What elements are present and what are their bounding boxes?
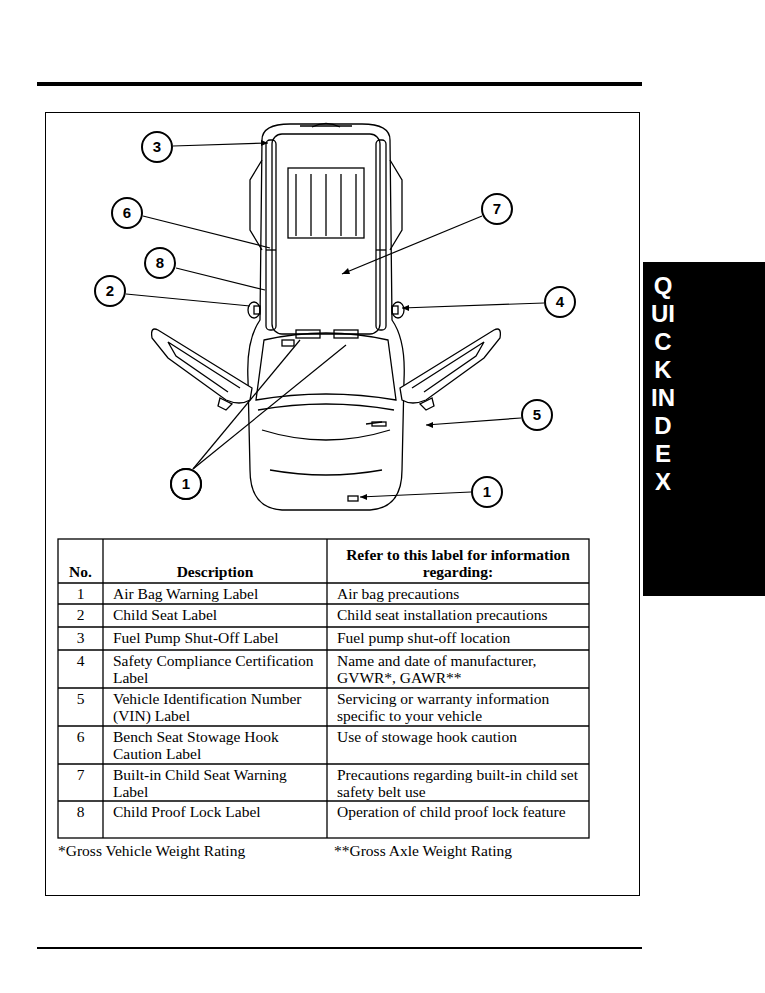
callout-number: 4 xyxy=(544,286,576,318)
footnote: *Gross Vehicle Weight Rating xyxy=(58,842,245,860)
table-header: Description xyxy=(103,539,327,583)
callout-number: 8 xyxy=(144,247,176,279)
index-tab: QUICK INDEX xyxy=(643,262,765,596)
table-cell: Operation of child proof lock feature xyxy=(327,801,589,820)
table-cell: 7 xyxy=(58,764,103,783)
callout-number: 1 xyxy=(471,476,503,508)
table-cell: Child seat installation precautions xyxy=(327,604,589,623)
table-cell: Bench Seat Stowage Hook Caution Label xyxy=(103,726,327,762)
table-cell: Precautions regarding built-in child set… xyxy=(327,764,589,800)
callout-number: 5 xyxy=(521,399,553,431)
table-cell: Air bag precautions xyxy=(327,583,589,602)
table-cell: Name and date of manufacturer, GVWR*, GA… xyxy=(327,650,589,686)
table-cell: Built-in Child Seat Warning Label xyxy=(103,764,327,800)
table-cell: Fuel pump shut-off location xyxy=(327,627,589,646)
table-cell: Use of stowage hook caution xyxy=(327,726,589,745)
callout-number: 6 xyxy=(111,197,143,229)
callout-number: 1 xyxy=(170,468,202,500)
table-cell: Vehicle Identification Number (VIN) Labe… xyxy=(103,688,327,724)
table-cell: Servicing or warranty information specif… xyxy=(327,688,589,724)
callout-number: 3 xyxy=(141,131,173,163)
table-cell: Safety Compliance Certification Label xyxy=(103,650,327,686)
table-cell: 8 xyxy=(58,801,103,820)
callout-number: 2 xyxy=(94,275,126,307)
table-cell: 6 xyxy=(58,726,103,745)
table-cell: 4 xyxy=(58,650,103,669)
table-cell: 1 xyxy=(58,583,103,602)
index-tab-text: QUICK INDEX xyxy=(651,272,675,496)
callout-number: 7 xyxy=(481,193,513,225)
table-header-text: Refer to this label for information rega… xyxy=(331,546,585,580)
table-cell: 2 xyxy=(58,604,103,623)
table-cell: Air Bag Warning Label xyxy=(103,583,327,602)
table-header: No. xyxy=(58,539,103,583)
footnote: **Gross Axle Weight Rating xyxy=(334,842,512,860)
table-cell: 5 xyxy=(58,688,103,707)
table-header-text: No. xyxy=(69,563,92,580)
table-cell: Child Seat Label xyxy=(103,604,327,623)
table-cell: 3 xyxy=(58,627,103,646)
table-cell: Child Proof Lock Label xyxy=(103,801,327,820)
table-header-text: Description xyxy=(177,563,254,580)
table-header: Refer to this label for information rega… xyxy=(327,539,589,583)
table-cell: Fuel Pump Shut-Off Label xyxy=(103,627,327,646)
